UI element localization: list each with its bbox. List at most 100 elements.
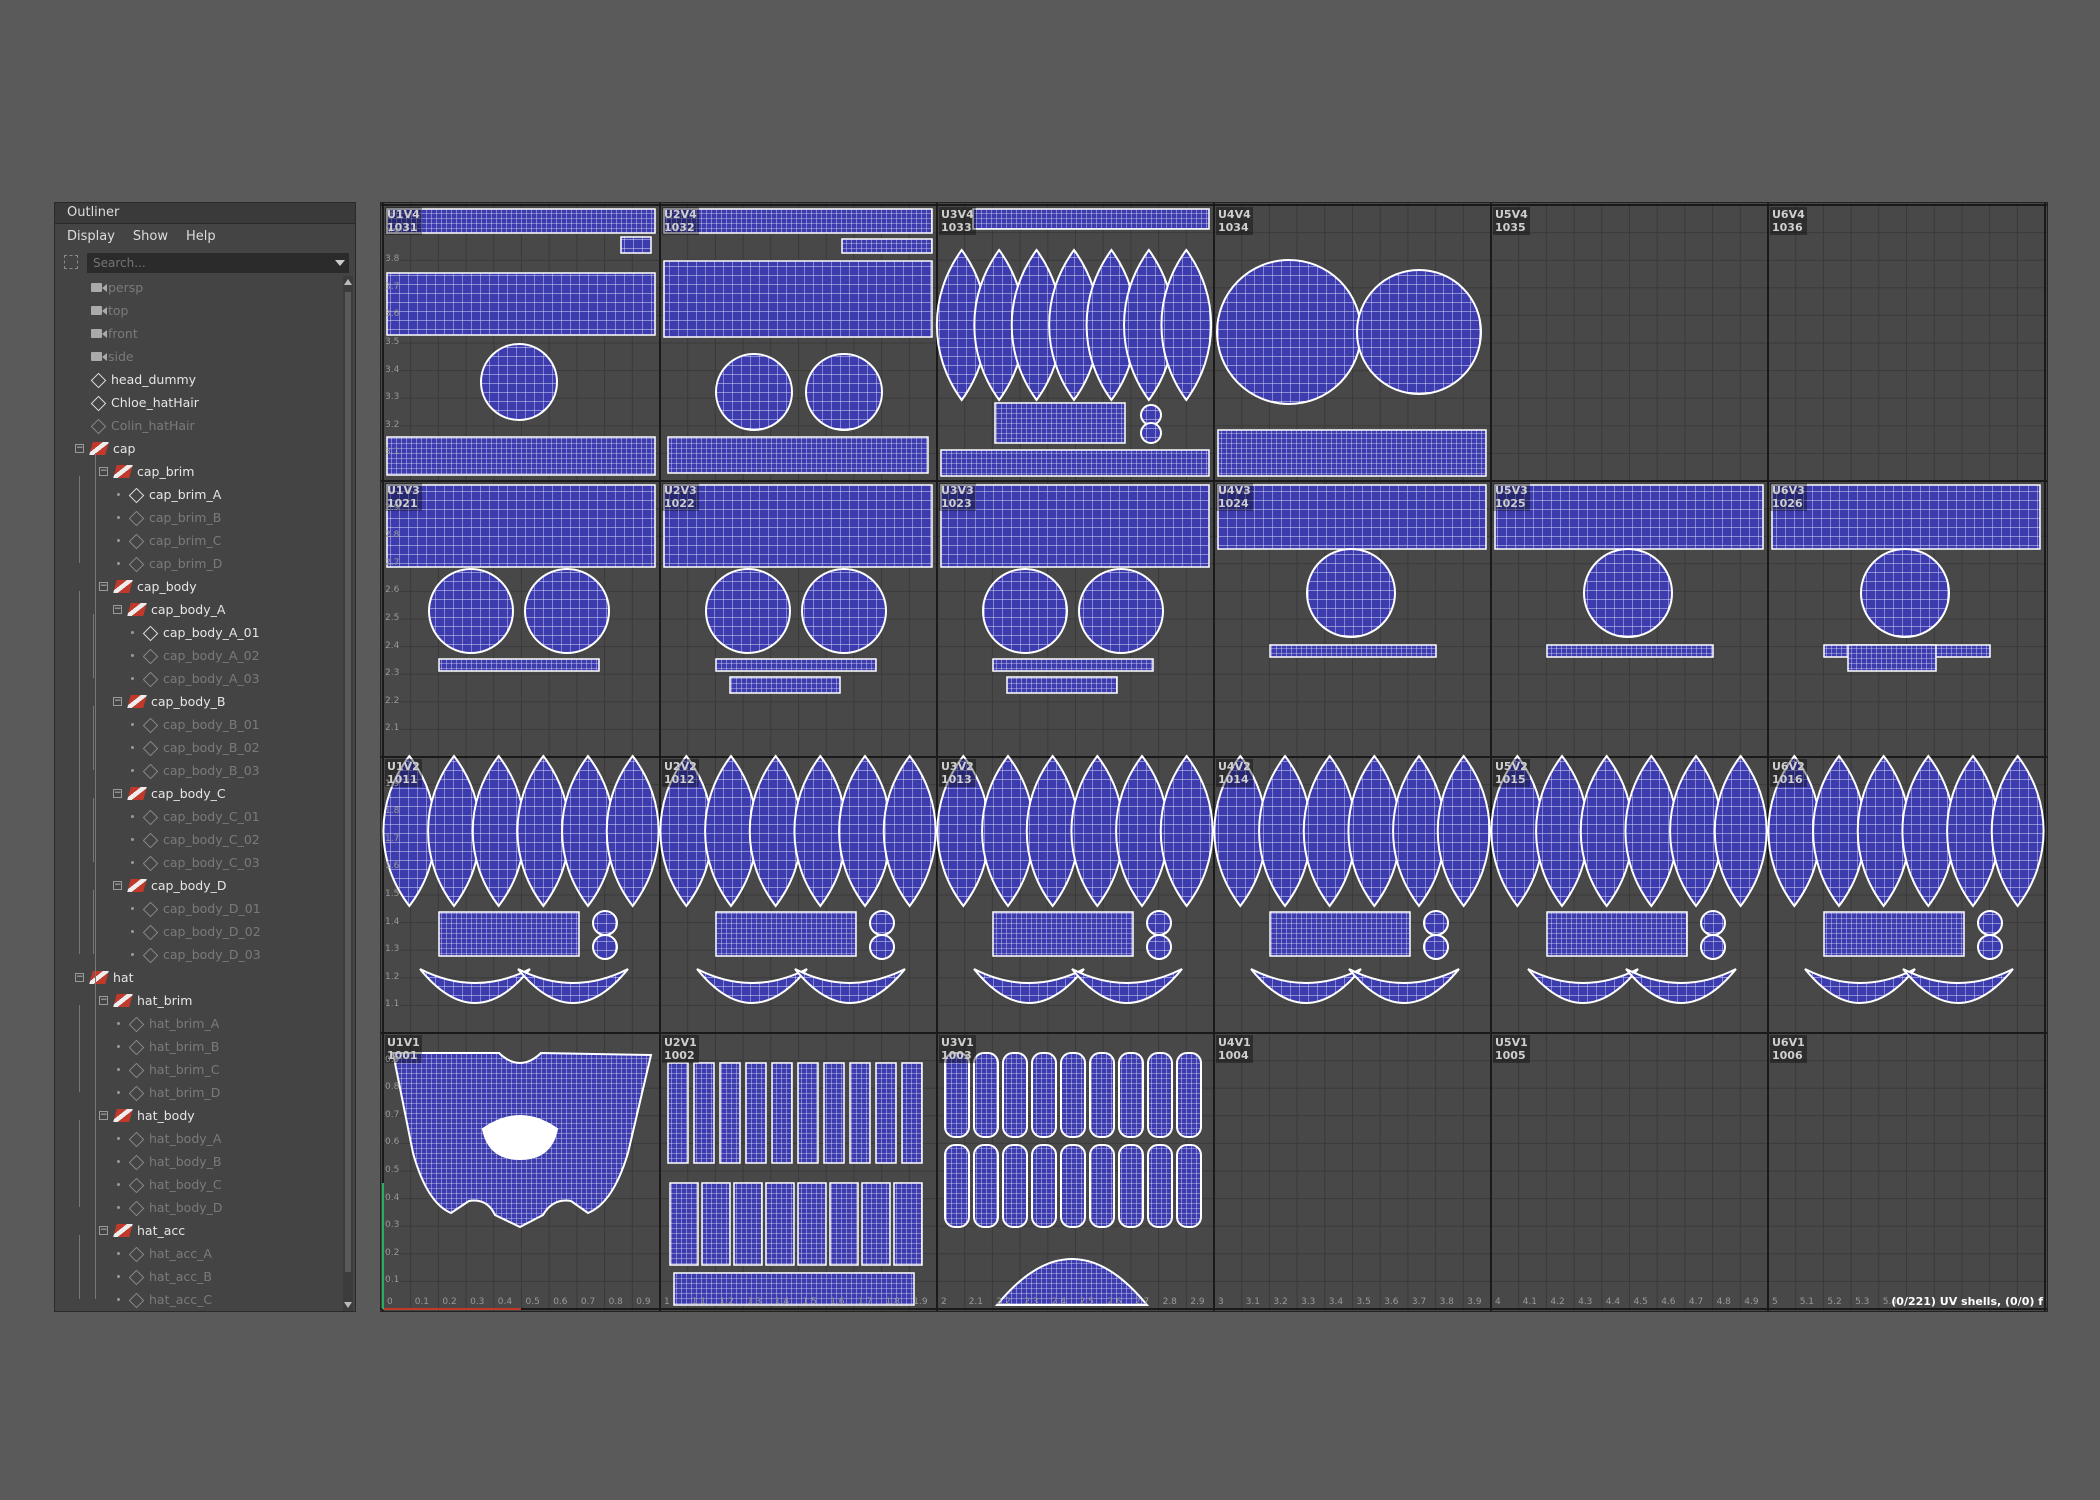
outliner-item[interactable]: cap_body_C_01	[143, 805, 260, 828]
uv-tile-1021[interactable]	[386, 484, 656, 672]
uv-shell[interactable]	[944, 1052, 970, 1138]
uv-shell[interactable]	[882, 754, 937, 908]
uv-shell[interactable]	[386, 436, 656, 476]
uv-shell[interactable]	[1436, 754, 1491, 908]
uv-shell[interactable]	[1583, 548, 1673, 638]
uv-shell[interactable]	[745, 1062, 767, 1164]
uv-shell[interactable]	[673, 1272, 915, 1306]
outliner-item[interactable]: persp	[91, 276, 143, 299]
uv-shell[interactable]	[1216, 259, 1362, 405]
uv-tile-1012[interactable]	[659, 754, 937, 1004]
outliner-item[interactable]: cap_body_D_03	[143, 943, 261, 966]
uv-shell[interactable]	[438, 658, 600, 672]
uv-shell[interactable]	[801, 568, 887, 654]
uv-shell[interactable]	[1625, 968, 1737, 1004]
menu-help[interactable]: Help	[186, 229, 216, 244]
expand-toggle-icon[interactable]: −	[113, 880, 122, 890]
uv-shell[interactable]	[829, 1182, 859, 1266]
uv-shell[interactable]	[1118, 1052, 1144, 1138]
uv-shell[interactable]	[729, 676, 841, 694]
uv-tile-1025[interactable]	[1494, 484, 1764, 658]
outliner-item[interactable]: cap_body_D_02	[143, 920, 261, 943]
outliner-item[interactable]: cap_body_D_01	[143, 897, 261, 920]
outliner-item[interactable]: cap_body_C_03	[143, 851, 260, 874]
outliner-item[interactable]: hat_brim_D	[129, 1081, 220, 1104]
uv-shell[interactable]	[797, 1062, 819, 1164]
uv-shell[interactable]	[693, 1062, 715, 1164]
menu-show[interactable]: Show	[132, 229, 168, 244]
uv-shell[interactable]	[1527, 968, 1639, 1004]
outliner-item[interactable]: cap_brim_D	[129, 552, 222, 575]
uv-shell[interactable]	[944, 1144, 970, 1228]
uv-shell[interactable]	[1146, 910, 1172, 936]
uv-shell[interactable]	[1147, 1144, 1173, 1228]
uv-shell[interactable]	[1977, 934, 2003, 960]
uv-shell[interactable]	[1356, 269, 1482, 395]
expand-toggle-icon[interactable]: −	[99, 581, 108, 591]
outliner-item[interactable]: head_dummy	[91, 368, 196, 391]
uv-shell[interactable]	[705, 568, 791, 654]
search-dropdown-icon[interactable]	[335, 260, 345, 266]
uv-tile-1024[interactable]	[1217, 484, 1487, 658]
expand-toggle-icon[interactable]: −	[113, 604, 122, 614]
uv-shell[interactable]	[1060, 1052, 1086, 1138]
uv-shell[interactable]	[1140, 422, 1162, 444]
uv-shell[interactable]	[1269, 644, 1437, 658]
uv-shell[interactable]	[1147, 1052, 1173, 1138]
outliner-item[interactable]: cap_body_A_02	[143, 644, 260, 667]
uv-shell[interactable]	[869, 934, 895, 960]
outliner-item[interactable]: hat	[89, 966, 133, 989]
uv-shell[interactable]	[861, 1182, 891, 1266]
uv-tile-1014[interactable]	[1213, 754, 1491, 1004]
outliner-item[interactable]: hat_body_B	[129, 1150, 221, 1173]
uv-tile-1011[interactable]	[382, 754, 660, 1004]
uv-shell[interactable]	[973, 1052, 999, 1138]
uv-shell[interactable]	[973, 1144, 999, 1228]
uv-shell[interactable]	[849, 1062, 871, 1164]
outliner-item[interactable]: hat_brim_A	[129, 1012, 219, 1035]
uv-shell[interactable]	[438, 911, 580, 957]
outliner-scrollbar[interactable]	[343, 276, 353, 1311]
uv-shell[interactable]	[733, 1182, 763, 1266]
outliner-item[interactable]: cap_body	[113, 575, 197, 598]
expand-toggle-icon[interactable]: −	[99, 995, 108, 1005]
outliner-item[interactable]: side	[91, 345, 134, 368]
uv-shell[interactable]	[1060, 1144, 1086, 1228]
outliner-item[interactable]: front	[91, 322, 138, 345]
uv-shell[interactable]	[1348, 968, 1460, 1004]
uv-shell[interactable]	[771, 1062, 793, 1164]
uv-shell[interactable]	[715, 911, 857, 957]
uv-shell[interactable]	[1902, 968, 2014, 1004]
uv-shell[interactable]	[1217, 429, 1487, 477]
uv-shell[interactable]	[1250, 968, 1362, 1004]
outliner-item[interactable]: hat_brim	[113, 989, 192, 1012]
uv-shell[interactable]	[1847, 644, 1937, 672]
expand-toggle-icon[interactable]: −	[113, 788, 122, 798]
uv-shell[interactable]	[1990, 754, 2045, 908]
uv-shell[interactable]	[823, 1062, 845, 1164]
expand-toggle-icon[interactable]: −	[75, 972, 84, 982]
outliner-item[interactable]: cap_body_B_01	[143, 713, 260, 736]
uv-shell[interactable]	[386, 272, 656, 336]
scrollbar-thumb[interactable]	[345, 292, 351, 1272]
outliner-item[interactable]: hat_body_C	[129, 1173, 222, 1196]
uv-shell[interactable]	[696, 968, 808, 1004]
uv-shell[interactable]	[605, 754, 660, 908]
uv-shell[interactable]	[901, 1062, 923, 1164]
uv-shell[interactable]	[1546, 911, 1688, 957]
uv-shell[interactable]	[992, 911, 1134, 957]
outliner-item[interactable]: Colin_hatHair	[91, 414, 195, 437]
uv-tile-1031[interactable]	[386, 208, 656, 476]
uv-shell[interactable]	[517, 968, 629, 1004]
outliner-item[interactable]: cap_body_B	[127, 690, 225, 713]
uv-tile-1022[interactable]	[663, 484, 933, 694]
uv-shell[interactable]	[386, 484, 656, 568]
uv-shell[interactable]	[1217, 484, 1487, 550]
uv-shell[interactable]	[1306, 548, 1396, 638]
uv-shell[interactable]	[1546, 644, 1714, 658]
outliner-item[interactable]: cap_brim_A	[129, 483, 221, 506]
uv-tile-1034[interactable]	[1216, 259, 1487, 477]
uv-shell[interactable]	[1176, 1052, 1202, 1138]
uv-shell[interactable]	[1146, 934, 1172, 960]
